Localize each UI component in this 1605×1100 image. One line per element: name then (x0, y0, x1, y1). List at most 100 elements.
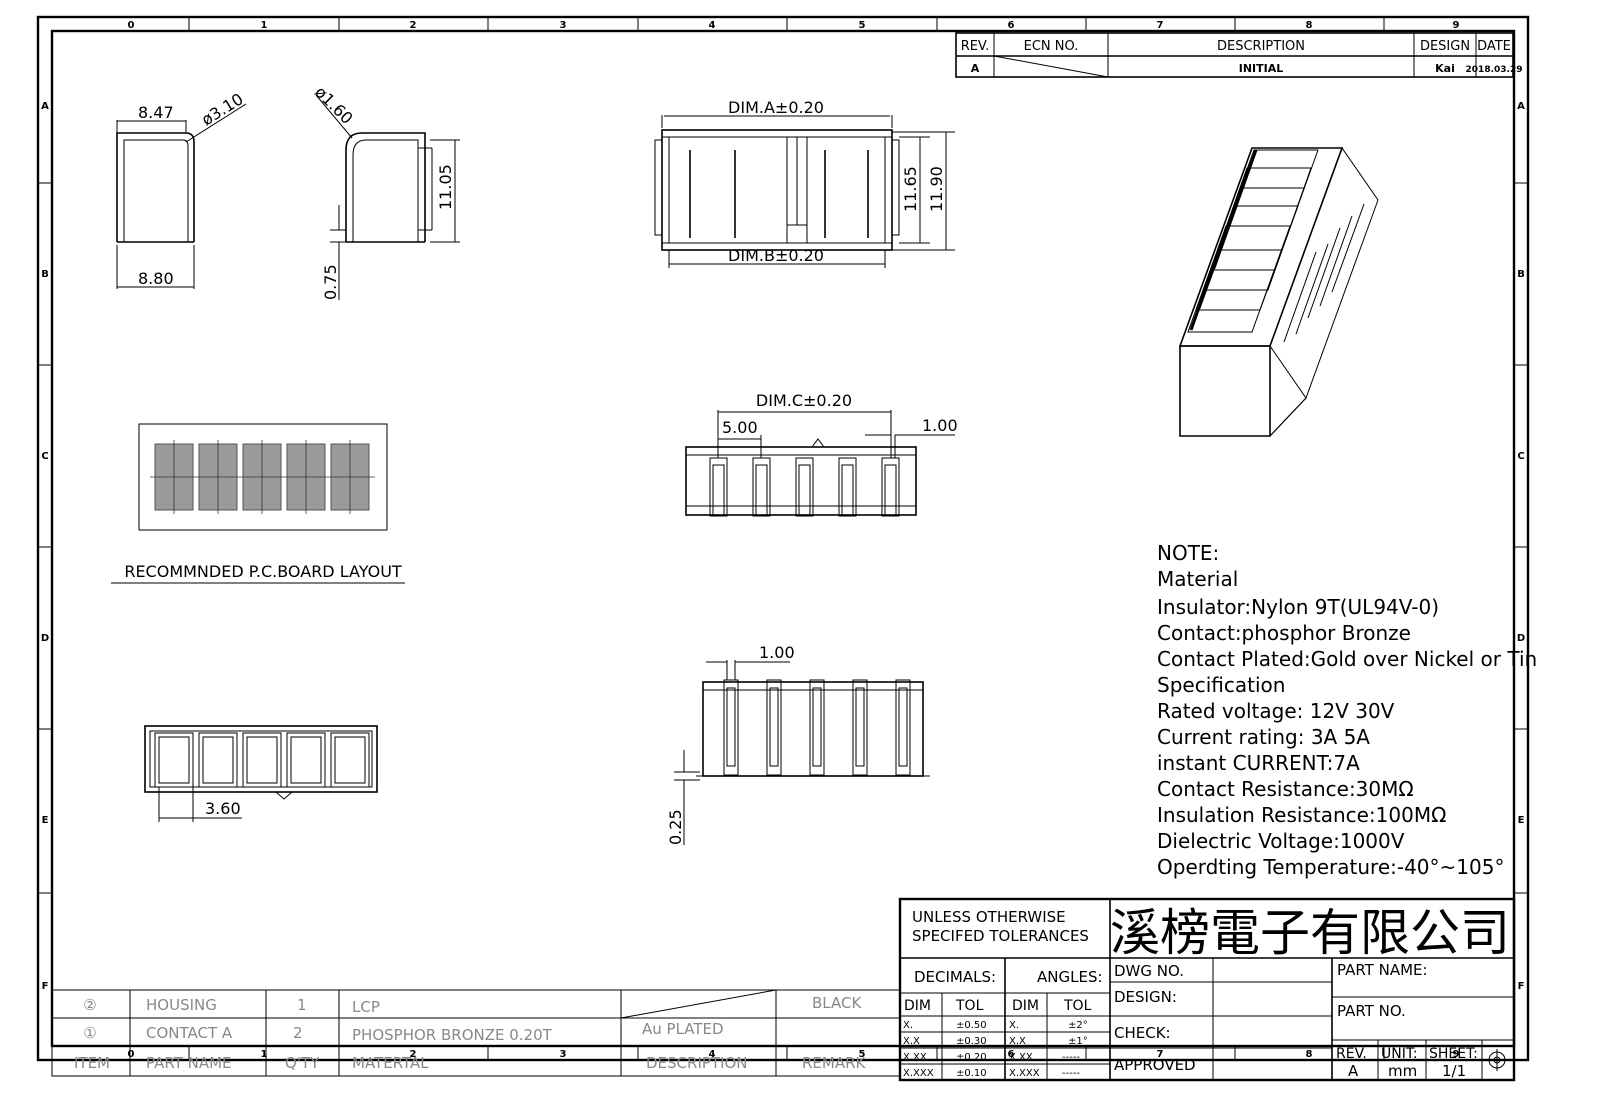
zone-col-top-4: 4 (709, 20, 716, 31)
bom-row-1-qty: 2 (293, 1024, 303, 1042)
side-view-right: ø1.60 11.05 0.75 (311, 82, 460, 300)
dim-front-a: DIM.A±0.20 (728, 98, 824, 117)
bottom-view: 1.00 0.25 (666, 643, 930, 845)
rev-header-description: DESCRIPTION (1217, 39, 1305, 54)
housing-bottom-view: 3.60 (144, 725, 378, 822)
tol-ang-row-1-tol: ±1° (1068, 1036, 1088, 1047)
dim-side-left-width-bottom: 8.80 (138, 269, 174, 288)
tol-tol-2: TOL (1063, 998, 1092, 1014)
zone-col-bottom-8: 8 (1306, 1049, 1313, 1060)
zone-col-bottom-4: 4 (709, 1049, 716, 1060)
tol-dec-row-3-dim: X.XXX (903, 1068, 934, 1079)
bom-table: ② HOUSING 1 LCP BLACK ① CONTACT A 2 PHOS… (51, 989, 901, 1077)
rev-row-rev: A (971, 62, 980, 75)
note-line-6: Rated voltage: 12V 30V (1157, 699, 1395, 723)
dim-side-right-radius: ø1.60 (311, 82, 357, 128)
dim-top-pin: 1.00 (922, 416, 958, 435)
bom-row-0-item: ② (83, 996, 96, 1014)
note-line-1: Material (1157, 567, 1238, 591)
isometric-view (1178, 146, 1379, 437)
sheet-label: SHEET: (1429, 1046, 1478, 1062)
tol-dec-row-2-tol: ±0.20 (956, 1052, 987, 1063)
pcb-layout: RECOMMNDED P.C.BOARD LAYOUT (111, 423, 405, 584)
dim-bottom-left-pitch: 3.60 (205, 799, 241, 818)
rev-row-description: INITIAL (1239, 62, 1284, 75)
note-line-12: Operdting Temperature:-40°~105° (1157, 855, 1504, 879)
zone-row-left-c: C (41, 451, 48, 462)
bom-row-0-remark: BLACK (812, 994, 862, 1012)
check-label: CHECK: (1114, 1024, 1171, 1042)
tol-tol-1: TOL (955, 998, 984, 1014)
zone-row-left-e: E (42, 815, 49, 826)
zone-col-top-0: 0 (128, 20, 135, 31)
bom-header-remark: REMARK (802, 1054, 867, 1072)
dim-bottom-pin: 1.00 (759, 643, 795, 662)
unit-label: UNIT: (1381, 1046, 1418, 1062)
part-name-label: PART NAME: (1337, 961, 1428, 979)
bom-header-qty: Q'TY (285, 1054, 320, 1072)
tol-dec-row-0-dim: X. (903, 1020, 913, 1031)
bom-row-1-item: ① (83, 1024, 96, 1042)
unit-value: mm (1388, 1062, 1417, 1080)
tol-dim-1: DIM (904, 998, 931, 1014)
tol-ang-row-0-dim: X. (1009, 1020, 1019, 1031)
note-line-2: Insulator:Nylon 9T(UL94V-0) (1157, 595, 1439, 619)
zone-col-bottom-9: 9 (1453, 1049, 1460, 1060)
bom-header-material: MATERTAL (352, 1054, 429, 1072)
front-view: DIM.A±0.20 DIM.B±0.20 11.65 11.90 (654, 98, 955, 268)
zone-row-right-d: D (1517, 633, 1525, 644)
note-line-0: NOTE: (1157, 541, 1219, 565)
part-no-label: PART NO. (1337, 1002, 1406, 1020)
zone-col-top-1: 1 (261, 20, 268, 31)
tol-dec-row-3-tol: ±0.10 (956, 1068, 987, 1079)
dim-top-c: DIM.C±0.20 (756, 391, 852, 410)
zone-row-left-a: A (41, 101, 49, 112)
tol-angles: ANGLES: (1037, 968, 1103, 986)
design-label: DESIGN: (1114, 988, 1177, 1006)
zone-col-top-5: 5 (859, 20, 866, 31)
tol-dec-row-0-tol: ±0.50 (956, 1020, 987, 1031)
zone-col-bottom-7: 7 (1157, 1049, 1164, 1060)
rev-value: A (1348, 1062, 1359, 1080)
rev-header-design: DESIGN (1420, 39, 1470, 54)
zone-col-bottom-6: 6 (1008, 1049, 1015, 1060)
bom-row-1-material: PHOSPHOR BRONZE 0.20T (352, 1026, 553, 1044)
top-view: DIM.C±0.20 5.00 1.00 (685, 391, 958, 517)
dim-front-height-2: 11.90 (927, 166, 946, 212)
zone-col-top-6: 6 (1008, 20, 1015, 31)
tol-dec-row-1-dim: X.X (903, 1036, 920, 1047)
bom-row-0-material: LCP (352, 998, 380, 1016)
zone-row-left-d: D (41, 633, 49, 644)
notes-block: NOTE: Material Insulator:Nylon 9T(UL94V-… (1157, 541, 1537, 879)
dim-side-right-offset: 0.75 (321, 264, 340, 300)
zone-col-top-7: 7 (1157, 20, 1164, 31)
note-line-10: Insulation Resistance:100MΩ (1157, 803, 1446, 827)
bom-row-1-description: Au PLATED (642, 1020, 724, 1038)
zone-col-bottom-2: 2 (410, 1049, 417, 1060)
zone-col-top-8: 8 (1306, 20, 1313, 31)
zone-col-bottom-5: 5 (859, 1049, 866, 1060)
zone-col-top-2: 2 (410, 20, 417, 31)
zone-row-right-f: F (1518, 981, 1525, 992)
pcb-layout-label: RECOMMNDED P.C.BOARD LAYOUT (124, 562, 402, 581)
note-line-4: Contact Plated:Gold over Nickel or Tin (1157, 647, 1537, 671)
tol-ang-row-2-tol: ----- (1062, 1052, 1080, 1063)
bom-row-0-part: HOUSING (146, 996, 217, 1014)
tol-dec-row-2-dim: X.XX (903, 1052, 927, 1063)
tol-dim-2: DIM (1012, 998, 1039, 1014)
zone-col-bottom-3: 3 (560, 1049, 567, 1060)
zone-row-left-f: F (42, 981, 49, 992)
rev-header-ecn: ECN NO. (1024, 39, 1079, 54)
side-view-left: 8.47 ø3.10 8.80 (116, 89, 247, 289)
zone-col-top-9: 9 (1453, 20, 1460, 31)
dim-front-b: DIM.B±0.20 (728, 246, 824, 265)
tol-ang-row-1-dim: X.X (1009, 1036, 1026, 1047)
note-line-7: Current rating: 3A 5A (1157, 725, 1370, 749)
note-line-11: Dielectric Voltage:1000V (1157, 829, 1405, 853)
tol-ang-row-0-tol: ±2° (1068, 1020, 1088, 1031)
dim-front-height-1: 11.65 (901, 166, 920, 212)
dim-side-right-height: 11.05 (436, 164, 455, 210)
zone-row-right-e: E (1518, 815, 1525, 826)
bom-row-0-qty: 1 (297, 996, 307, 1014)
